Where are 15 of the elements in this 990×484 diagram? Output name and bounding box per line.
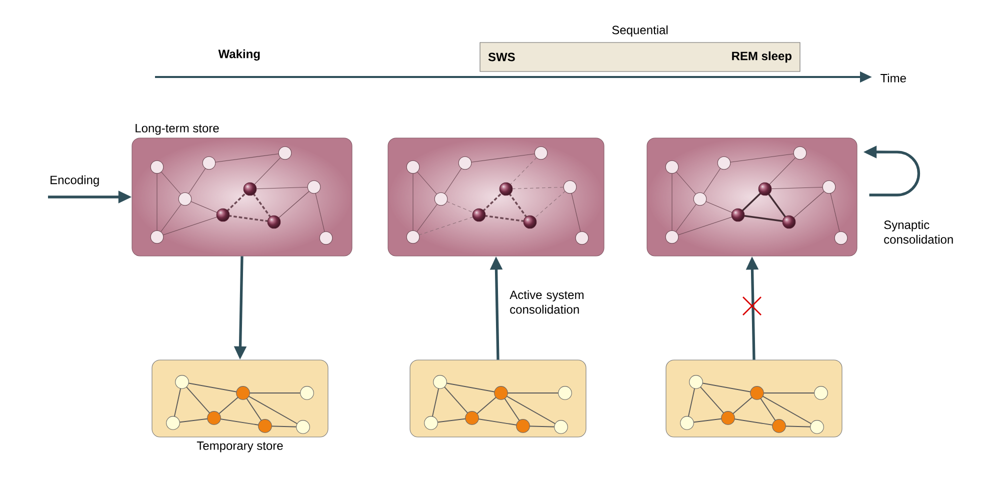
memory-store-box [646, 138, 858, 256]
edge-label: Encoding [50, 175, 99, 187]
memory-store-box: Temporary store [152, 360, 328, 452]
memory-store-box [410, 360, 586, 438]
sleep-stage-bar: Sequential SWS REM sleep [480, 25, 800, 72]
node-label: Temporary store [196, 442, 283, 452]
memory-store-box [388, 138, 604, 256]
stage-label: Waking [218, 49, 260, 61]
axis-label: Time [880, 74, 906, 82]
memory-store-box: Long-term store [132, 124, 352, 256]
node-label: Sequential [612, 25, 668, 37]
node-label: Long-term store [136, 124, 219, 135]
edge-label: Active system consolidation [510, 290, 584, 314]
memory-store-box [666, 360, 842, 438]
edge-label: Synaptic consolidation [884, 220, 953, 244]
